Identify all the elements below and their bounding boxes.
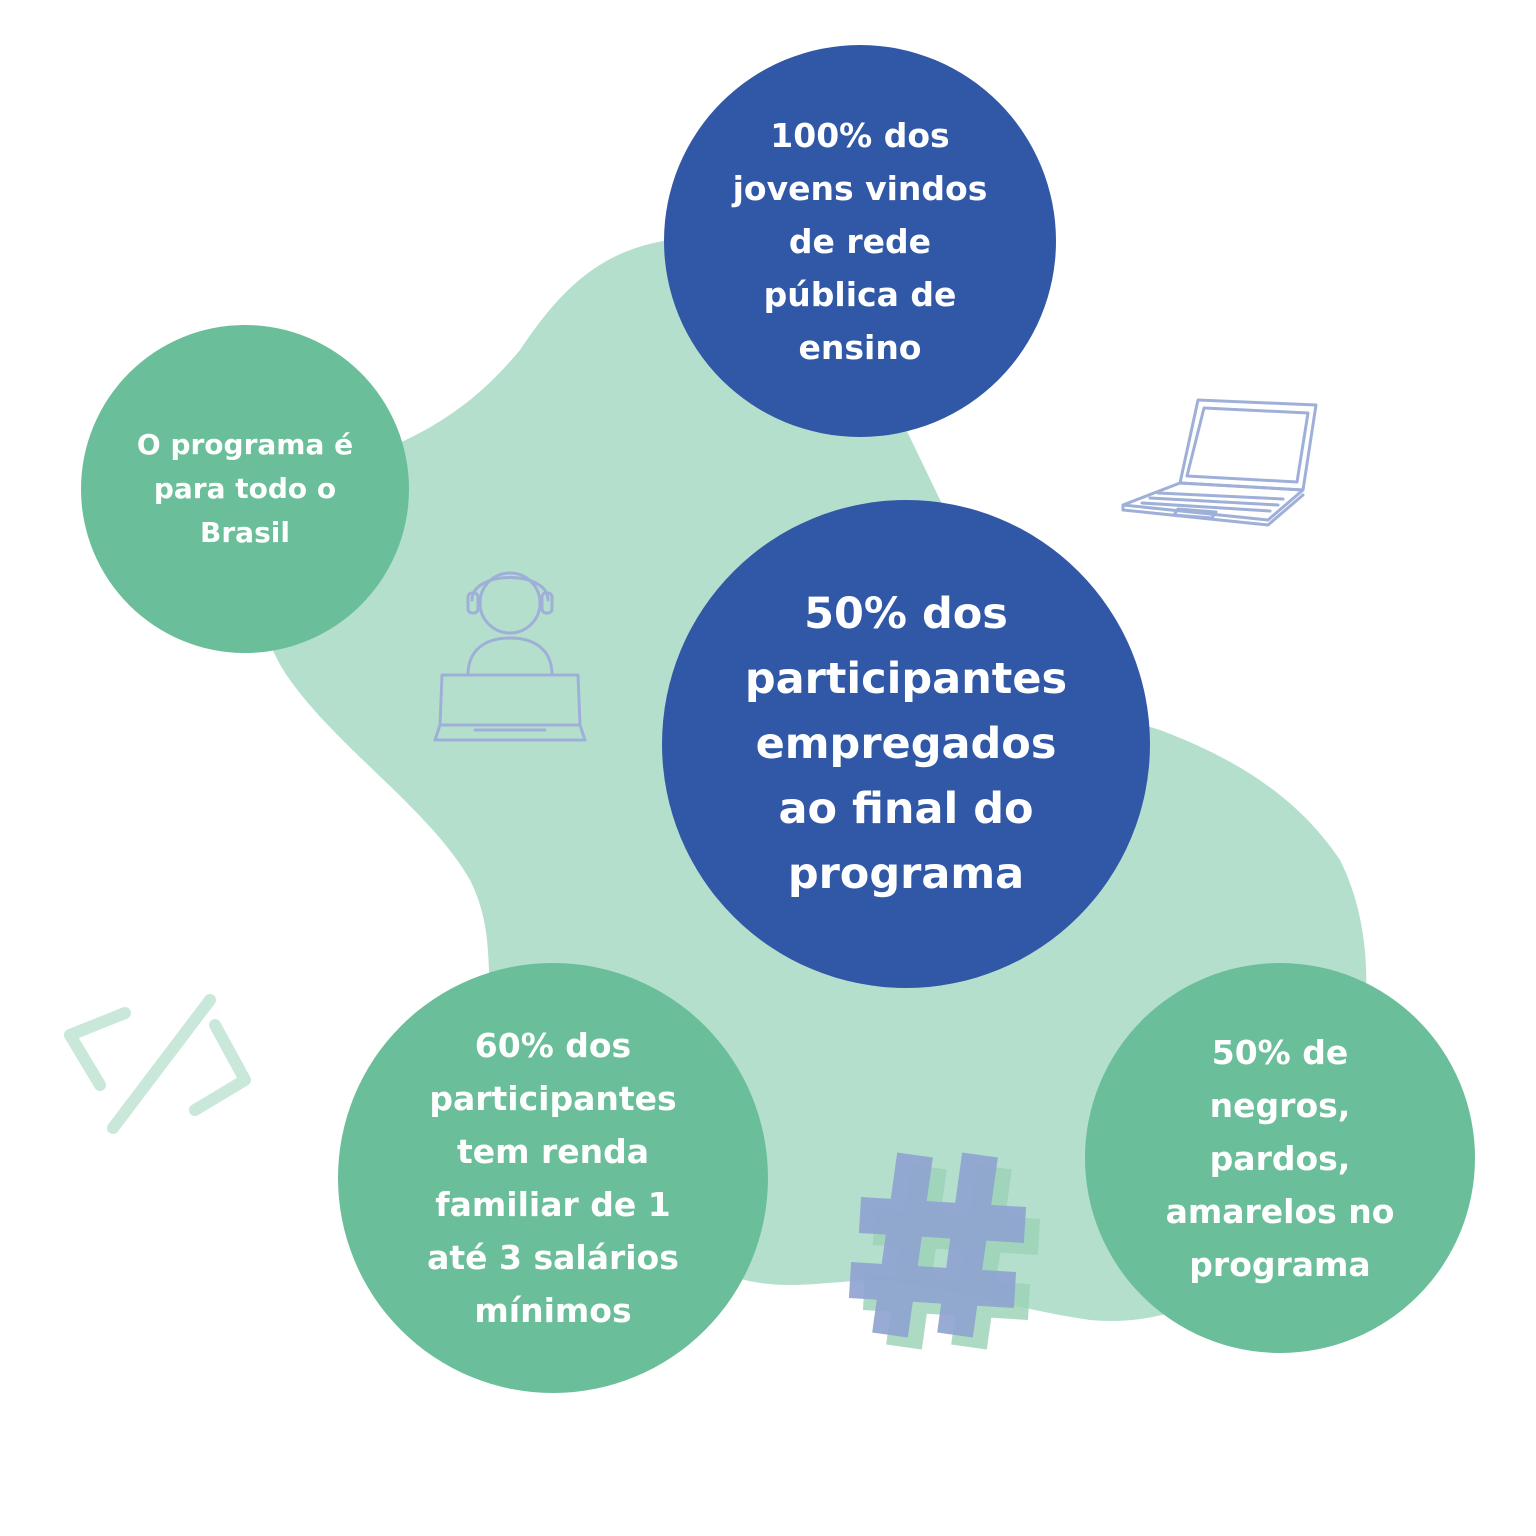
bubble-employed-text: 50% dos participantes empregados ao fina… (744, 588, 1068, 899)
code-tag-icon (64, 994, 251, 1134)
bubble-diversity-text: 50% de negros, pardos, amarelos no progr… (1165, 1032, 1395, 1284)
bubble-family-income: 60% dos participantes tem renda familiar… (338, 963, 768, 1393)
bubble-diversity: 50% de negros, pardos, amarelos no progr… (1085, 963, 1475, 1353)
bubble-brasil-text: O programa é para todo o Brasil (136, 428, 354, 549)
bubble-public-school: 100% dos jovens vindos de rede pública d… (664, 45, 1056, 437)
laptop-icon (1121, 398, 1318, 527)
bubble-public-school-text: 100% dos jovens vindos de rede pública d… (732, 115, 988, 367)
hashtag-icon (848, 1152, 1041, 1350)
person-at-laptop-icon (433, 571, 587, 742)
bubble-brasil: O programa é para todo o Brasil (81, 325, 409, 653)
bubble-family-income-text: 60% dos participantes tem renda familiar… (427, 1026, 679, 1330)
bubble-employed: 50% dos participantes empregados ao fina… (662, 500, 1150, 988)
